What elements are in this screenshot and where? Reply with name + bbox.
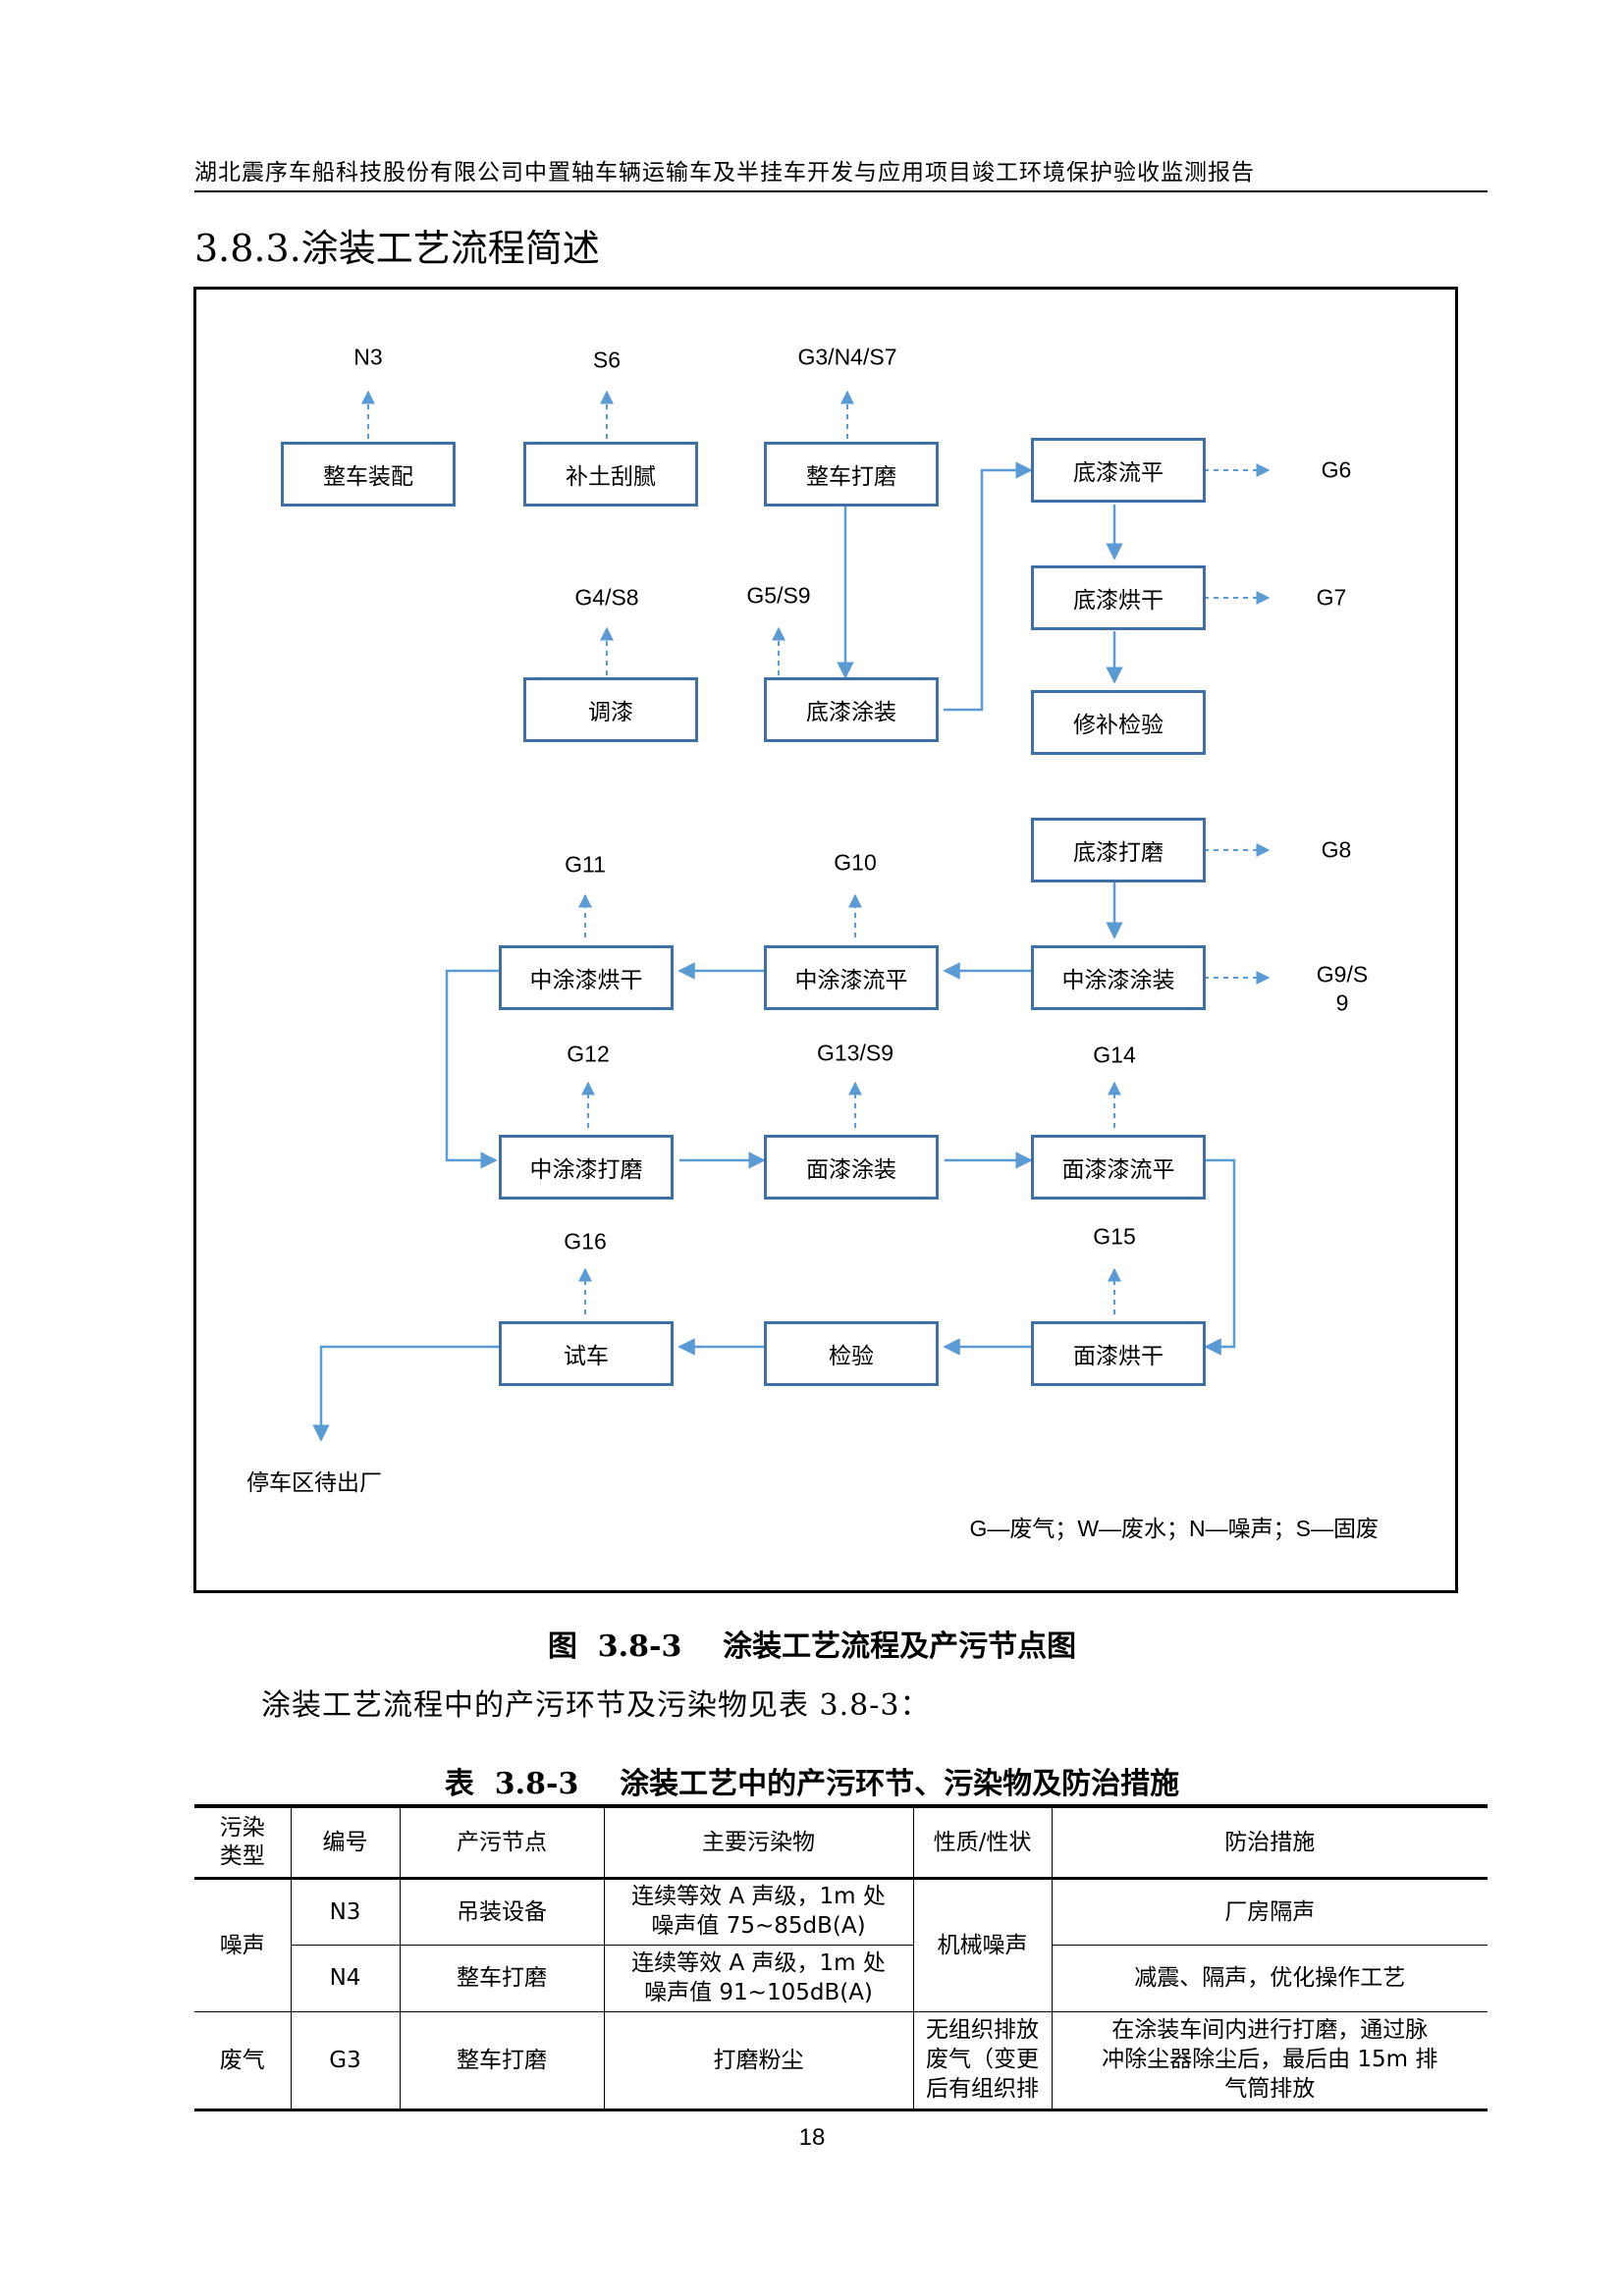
flowchart-legend: G—废气；W—废水；N—噪声；S—固废 [969, 1516, 1379, 1541]
column-header: 主要污染物 [603, 1804, 914, 1880]
pollutant-label: G10 [834, 849, 877, 876]
figure-caption: 图 3.8-3 涂装工艺流程及产污节点图 [547, 1629, 1077, 1664]
step-topcoat-spraying: 面漆涂装 [764, 1135, 939, 1200]
cell-type: 废气 [194, 2011, 292, 2111]
cell-nature: 机械噪声 [912, 1878, 1053, 2012]
cell-pollutant: 打磨粉尘 [603, 2011, 914, 2111]
cell-node: 整车打磨 [399, 1945, 605, 2012]
step-inspection: 检验 [764, 1321, 939, 1386]
step-midcoat-spraying: 中涂漆涂装 [1031, 945, 1206, 1010]
step-vehicle-assembly: 整车装配 [281, 442, 456, 507]
step-midcoat-leveling: 中涂漆流平 [764, 945, 939, 1010]
document-header: 湖北震序车船科技股份有限公司中置轴车辆运输车及半挂车开发与应用项目竣工环境保护验… [194, 160, 1255, 186]
section-title: 3.8.3.涂装工艺流程简述 [194, 227, 600, 270]
pollutant-label: G8 [1321, 836, 1352, 863]
flowchart-connectors [293, 390, 1271, 1442]
table-header-row: 污染 类型 编号 产污节点 主要污染物 性质/性状 防治措施 [194, 1804, 1488, 1880]
step-midcoat-sanding: 中涂漆打磨 [499, 1135, 674, 1200]
cell-id: N4 [291, 1945, 401, 2012]
pollutant-label: G5/S9 [746, 582, 811, 609]
pollutant-label: G12 [567, 1041, 610, 1067]
step-repair-inspection: 修补检验 [1031, 690, 1206, 755]
flowchart-frame: 整车装配 补土刮腻 整车打磨 调漆 底漆涂装 底漆流平 底漆烘干 修补检验 底漆… [193, 287, 1458, 1593]
cell-nature: 无组织排放 废气（变更 后有组织排 [912, 2011, 1053, 2111]
step-putty-filling: 补土刮腻 [523, 442, 698, 507]
pollution-table: 污染 类型 编号 产污节点 主要污染物 性质/性状 防治措施 噪声 N3 吊装设… [194, 1804, 1488, 2111]
pollutant-label: G15 [1093, 1223, 1136, 1250]
step-primer-drying: 底漆烘干 [1031, 565, 1206, 630]
table-title: 表 3.8-3 涂装工艺中的产污环节、污染物及防治措施 [444, 1767, 1180, 1801]
pollutant-label: G14 [1093, 1041, 1136, 1068]
column-header: 性质/性状 [912, 1804, 1053, 1880]
cell-measure: 厂房隔声 [1051, 1878, 1488, 1946]
cell-measure: 减震、隔声，优化操作工艺 [1051, 1945, 1488, 2012]
step-primer-sanding: 底漆打磨 [1031, 818, 1206, 882]
cell-pollutant: 连续等效 A 声级，1m 处 噪声值 91~105dB(A) [603, 1945, 914, 2012]
header-rule [194, 190, 1488, 192]
cell-id: N3 [290, 1878, 401, 1946]
cell-id: G3 [290, 2011, 401, 2111]
cell-pollutant: 连续等效 A 声级，1m 处 噪声值 75~85dB(A) [603, 1878, 914, 1946]
step-test-drive: 试车 [499, 1321, 674, 1386]
pollutant-label: G11 [565, 851, 606, 878]
step-primer-spraying: 底漆涂装 [764, 677, 939, 742]
step-primer-leveling: 底漆流平 [1031, 438, 1206, 503]
cell-type: 噪声 [194, 1878, 292, 2012]
pollutant-label: G4/S8 [574, 584, 639, 611]
column-header: 编号 [290, 1804, 401, 1880]
pollutant-label: G7 [1316, 584, 1347, 611]
column-header: 污染 类型 [194, 1804, 292, 1880]
step-midcoat-drying: 中涂漆烘干 [499, 945, 674, 1010]
pollutant-label: N3 [353, 344, 383, 370]
step-topcoat-drying: 面漆烘干 [1031, 1321, 1206, 1386]
table-row: N4 整车打磨 连续等效 A 声级，1m 处 噪声值 91~105dB(A) 减… [194, 1945, 1488, 2012]
step-paint-mixing: 调漆 [523, 677, 698, 742]
pollutant-label: G13/S9 [817, 1040, 893, 1066]
exit-label: 停车区待出厂 [246, 1470, 382, 1496]
step-vehicle-sanding: 整车打磨 [764, 442, 939, 507]
body-paragraph: 涂装工艺流程中的产污环节及污染物见表 3.8-3： [261, 1688, 931, 1723]
pollutant-label: S6 [592, 347, 622, 373]
step-topcoat-leveling: 面漆漆流平 [1031, 1135, 1206, 1200]
cell-node: 整车打磨 [399, 2011, 605, 2111]
cell-measure: 在涂装车间内进行打磨，通过脉 冲除尘器除尘后，最后由 15m 排 气筒排放 [1051, 2011, 1488, 2111]
pollutant-label: G9/S 9 [1316, 961, 1369, 1015]
table-row: 废气 G3 整车打磨 打磨粉尘 无组织排放 废气（变更 后有组织排 在涂装车间内… [194, 2011, 1488, 2111]
pollutant-label: G6 [1321, 456, 1352, 483]
cell-node: 吊装设备 [399, 1878, 605, 1946]
page-number: 18 [798, 2124, 826, 2151]
column-header: 防治措施 [1051, 1804, 1488, 1880]
pollutant-label: G3/N4/S7 [797, 344, 897, 370]
column-header: 产污节点 [399, 1804, 605, 1880]
table-row: 噪声 N3 吊装设备 连续等效 A 声级，1m 处 噪声值 75~85dB(A)… [194, 1878, 1488, 2012]
pollutant-label: G16 [564, 1228, 607, 1255]
